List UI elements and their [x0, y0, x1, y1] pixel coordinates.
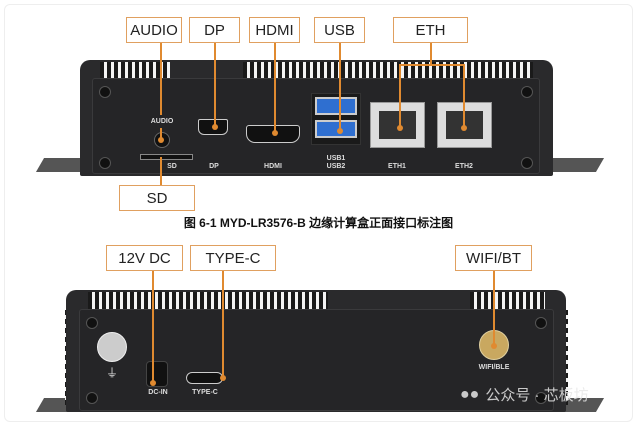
usb-port-stack	[311, 93, 361, 145]
wechat-icon: ●●	[460, 385, 480, 403]
callout-usb: USB	[314, 17, 365, 43]
callout-sd: SD	[119, 185, 195, 211]
rear-panel	[79, 309, 554, 411]
type-c-port	[186, 372, 223, 384]
screw-icon	[521, 86, 533, 98]
panel-label-eth2: ETH2	[455, 163, 473, 170]
callout-eth: ETH	[393, 17, 468, 43]
screw-icon	[521, 157, 533, 169]
panel-label-dp: DP	[209, 163, 219, 170]
screw-icon	[535, 317, 547, 329]
watermark: ●● 公众号 · 芯板坊	[460, 384, 589, 405]
panel-label-wifi-ble: WIFI/BLE	[478, 364, 510, 371]
panel-label-eth1: ETH1	[388, 163, 406, 170]
panel-label-sd: SD	[167, 163, 177, 170]
screw-icon	[86, 392, 98, 404]
panel-label-audio: AUDIO	[150, 118, 174, 125]
screw-icon	[86, 317, 98, 329]
ground-screw	[97, 332, 127, 362]
panel-label-dc-in: DC-IN	[148, 389, 168, 396]
callout-dp: DP	[189, 17, 240, 43]
ground-icon: ⏚	[105, 366, 118, 380]
panel-label-hdmi: HDMI	[264, 163, 282, 170]
watermark-text: 公众号 · 芯板坊	[485, 387, 589, 404]
panel-label-usb2: USB2	[326, 163, 346, 170]
callout-hdmi: HDMI	[249, 17, 300, 43]
page-frame	[4, 4, 633, 422]
panel-label-usb1: USB1	[326, 155, 346, 162]
screw-icon	[99, 86, 111, 98]
figure-caption: 图 6-1 MYD-LR3576-B 边缘计算盒正面接口标注图	[183, 216, 454, 230]
top-fins	[470, 292, 545, 309]
callout-wifi-bt: WIFI/BT	[455, 245, 532, 271]
screw-icon	[535, 392, 547, 404]
top-fins	[243, 62, 533, 78]
top-fins	[88, 292, 328, 309]
callout-type-c: TYPE-C	[190, 245, 276, 271]
eth1-port	[370, 102, 425, 148]
panel-label-type-c: TYPE-C	[192, 389, 218, 396]
sd-slot	[140, 154, 193, 160]
screw-icon	[99, 157, 111, 169]
top-fins	[100, 62, 170, 78]
callout-audio: AUDIO	[126, 17, 182, 43]
callout-12v-dc: 12V DC	[106, 245, 183, 271]
